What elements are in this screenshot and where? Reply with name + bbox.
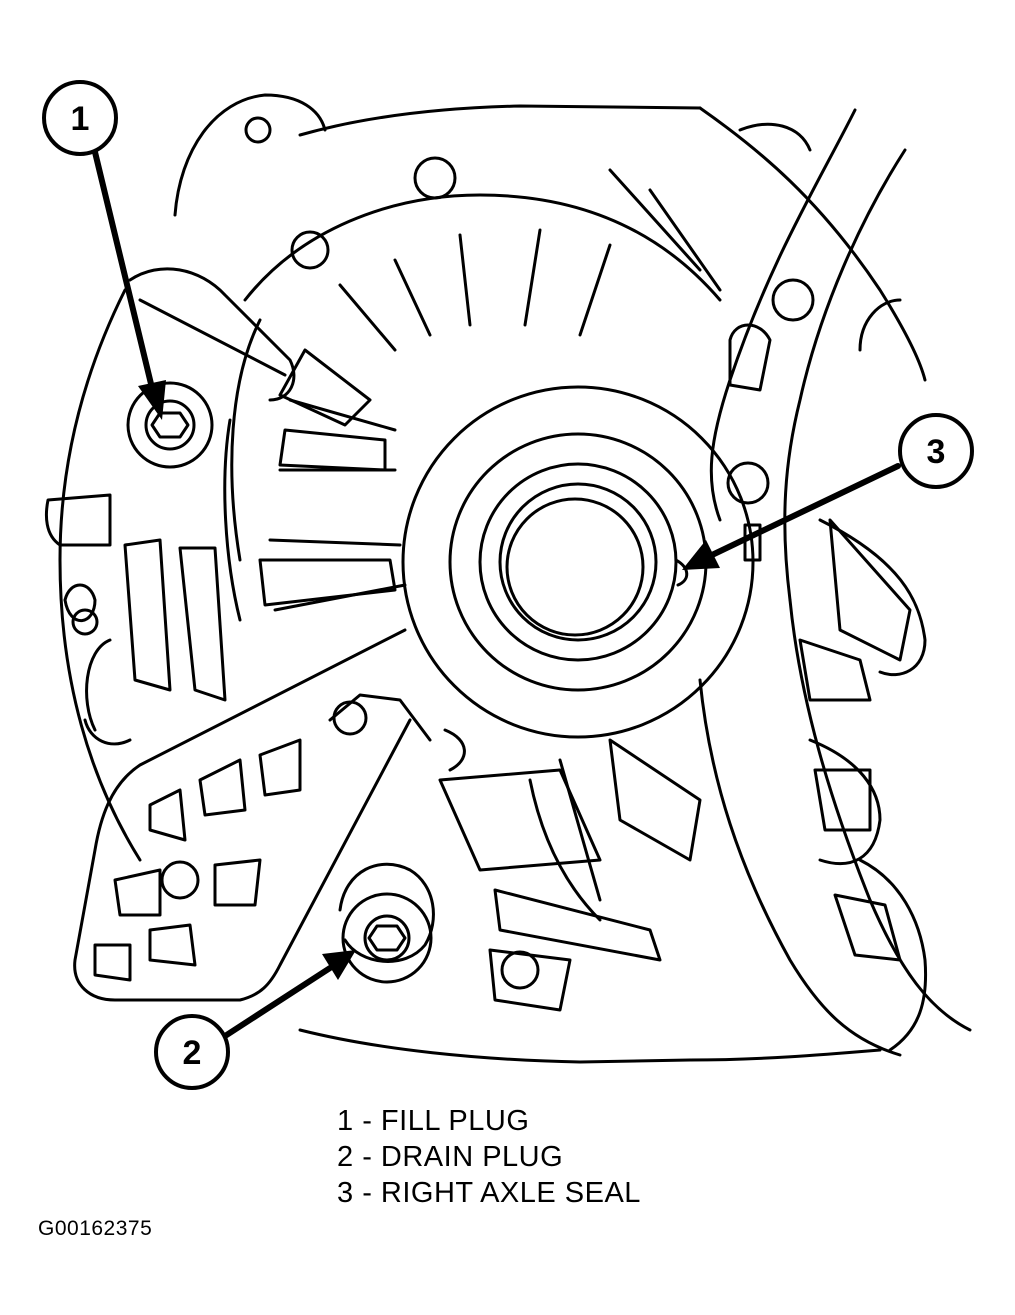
callout-2: 2 [154,1014,230,1090]
legend-label: FILL PLUG [380,1105,530,1137]
lower-bracket [73,628,466,1002]
lower-ribs [338,738,702,1012]
arrowhead-2 [322,950,356,980]
figure-id: G00162375 [38,1217,153,1240]
arrowhead-1 [138,380,166,420]
bell-housing [223,193,722,622]
fill-plug-boss [126,267,296,469]
right-support-arm [608,108,972,1057]
drain-plug [341,892,433,984]
legend-item-drain-plug: 2DRAIN PLUG [337,1139,641,1175]
left-ribs [63,538,227,746]
legend-label: RIGHT AXLE SEAL [380,1177,641,1209]
legend-number: 1 [337,1105,381,1137]
callout-1: 1 [42,80,118,156]
legend-item-right-axle-seal: 3RIGHT AXLE SEAL [337,1175,641,1211]
case-outline [45,93,928,1064]
transaxle-case-illustration: 1 2 3 [42,80,974,1090]
callout-leaders [91,145,901,1041]
legend-label: DRAIN PLUG [380,1141,564,1173]
bolt-holes [71,116,815,990]
legend-number: 2 [337,1141,381,1173]
arrowhead-3 [682,540,720,570]
leader-1 [91,145,155,391]
callout-3-number: 3 [927,433,946,471]
leader-2 [219,965,333,1041]
callout-3: 3 [898,413,974,489]
legend-item-fill-plug: 1FILL PLUG [337,1103,641,1139]
callout-1-number: 1 [71,100,90,138]
legend: 1FILL PLUG 2DRAIN PLUG 3RIGHT AXLE SEAL [337,1103,641,1211]
callout-2-number: 2 [183,1034,202,1072]
leader-3 [709,463,901,558]
legend-number: 3 [337,1177,381,1209]
